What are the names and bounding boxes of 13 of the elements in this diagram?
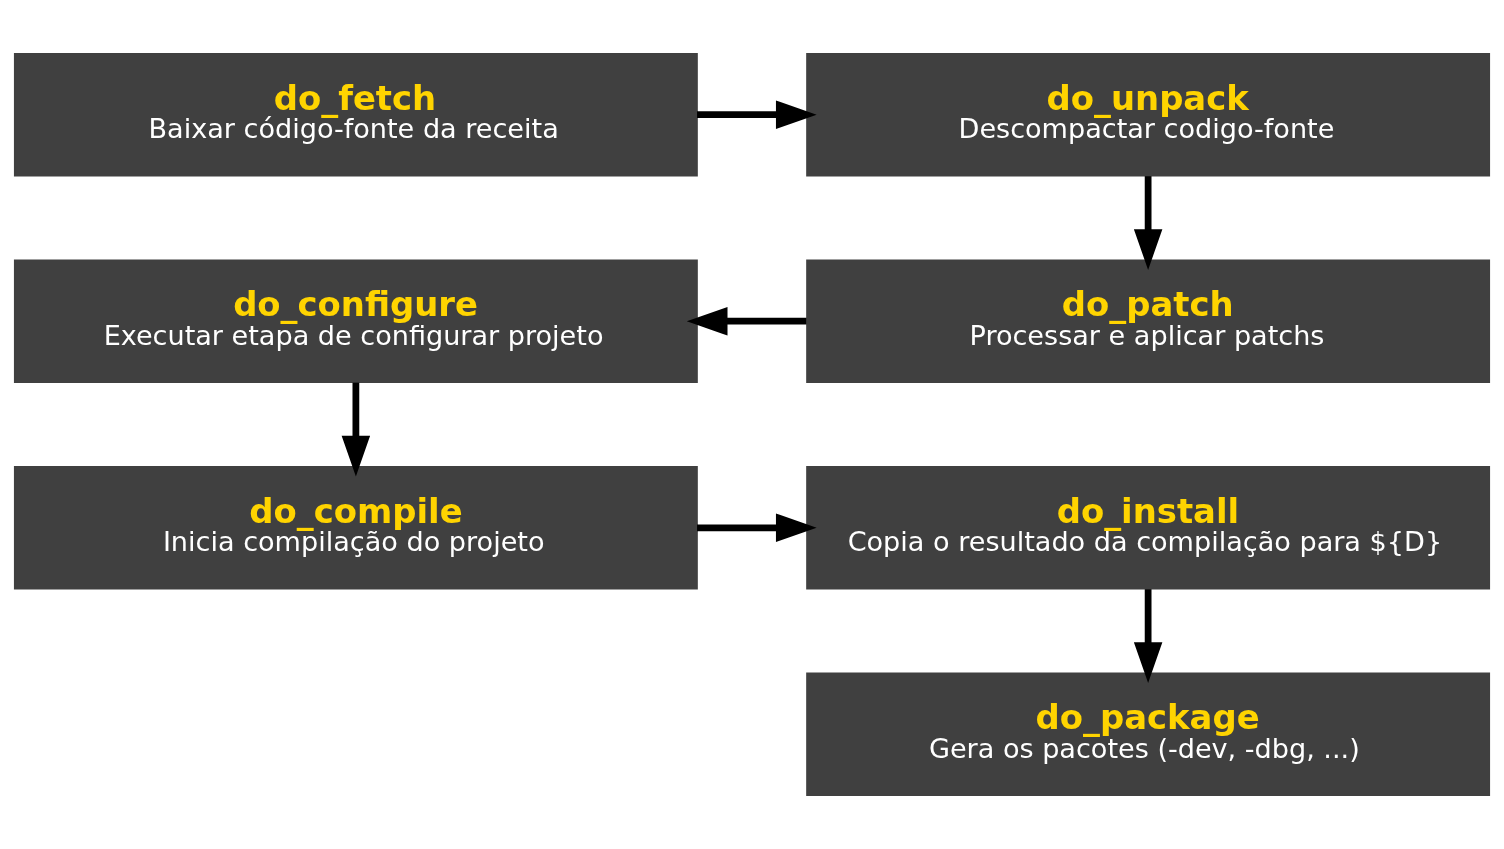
arrow: [686, 307, 807, 336]
arrow: [1133, 589, 1163, 683]
node-box: do_configure Executar etapa de configurar projeto: [13, 259, 698, 384]
node-box: do_fetch Baixar código-fonte da receita: [13, 52, 698, 177]
arrow: [697, 100, 817, 129]
node-box: do_patch Processar e aplicar patchs: [806, 259, 1491, 384]
arrow: [341, 382, 371, 477]
node-box: do_package Gera os pacotes (-dev, -dbg, ...): [806, 672, 1491, 797]
node-box: do_unpack Descompactar codigo-fonte: [806, 52, 1491, 177]
arrow: [697, 513, 817, 542]
node-box: do_install Copia o resultado da compilação para ${D}: [806, 465, 1491, 590]
node-box: do_compile Inicia compilação do projeto: [13, 465, 698, 590]
arrow: [1133, 176, 1163, 270]
